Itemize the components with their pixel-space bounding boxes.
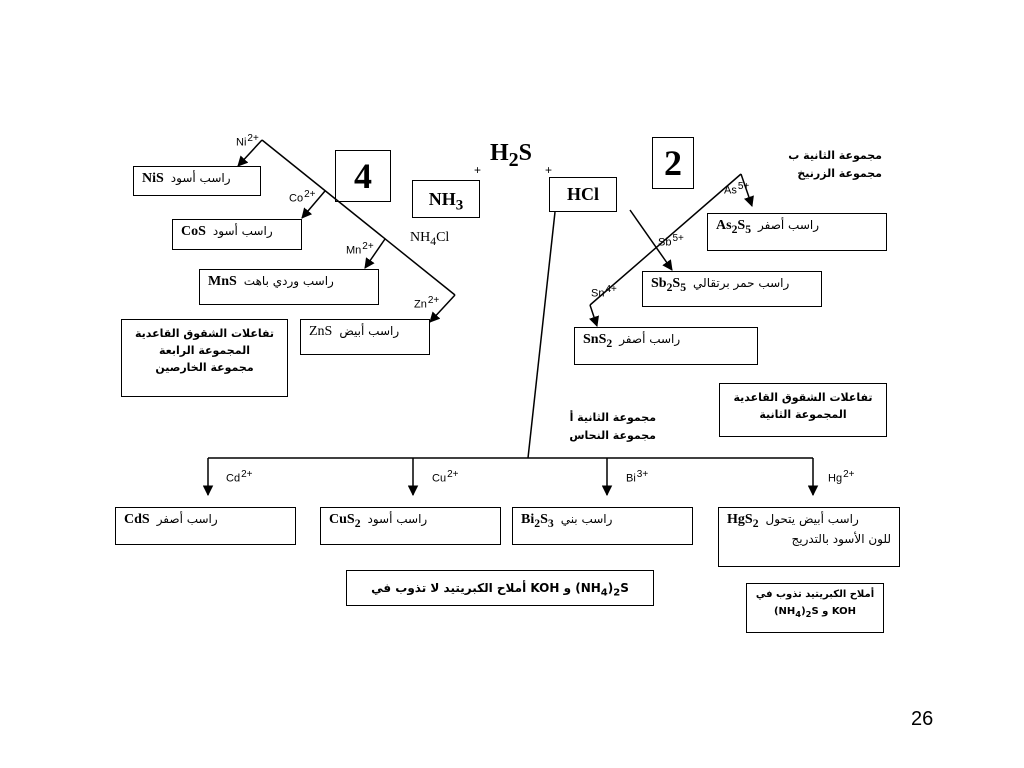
group2a-tree-lines <box>202 211 819 497</box>
precipitate-as2s5: As2S5 راسب أصفر <box>707 213 887 251</box>
precipitate-zns: ZnS راسب أبيض <box>300 319 430 355</box>
ion-label-sb: Sb5+ <box>658 233 684 249</box>
sulfide-soluble-note: أملاح الكبريتيد تذوب في (NH4)2S و KOH <box>746 583 884 633</box>
ion-label-sn: Sn4+ <box>591 284 617 300</box>
ion-label-bi: Bi3+ <box>626 469 649 485</box>
h2s-reagent-label: H2S <box>490 140 533 171</box>
ion-label-ni: Ni2+ <box>236 133 259 149</box>
ion-label-cu: Cu2+ <box>432 469 459 485</box>
precipitate-bi2s3: Bi2S3 راسب بني <box>512 507 693 545</box>
nh4cl-label: NH4Cl <box>410 230 450 248</box>
precipitate-sns2: SnS2 راسب أصفر <box>574 327 758 365</box>
group2a-header: مجموعة الثانية أ مجموعة النحاس <box>569 411 656 442</box>
precipitate-cus2: CuS2 راسب أسود <box>320 507 501 545</box>
group2-number-box: 2 <box>652 137 694 189</box>
precipitate-nis: NiS راسب أسود <box>133 166 261 196</box>
group4-diagonal-line <box>237 139 456 323</box>
ion-label-cd: Cd2+ <box>226 469 253 485</box>
ion-label-as: As5+ <box>724 181 750 197</box>
page-number: 26 <box>911 708 934 730</box>
ion-label-co: Co2+ <box>289 189 316 205</box>
ion-label-hg: Hg2+ <box>828 469 855 485</box>
sulfide-insoluble-note: أملاح الكبريتيد لا تذوب في KOH و (NH4)2S <box>346 570 654 606</box>
hcl-box: HCl <box>549 177 617 212</box>
ion-label-mn: Mn2+ <box>346 241 374 257</box>
group2b-diagonal-line <box>589 173 754 327</box>
group4-number-box: 4 <box>335 150 391 202</box>
group4-title-box: تفاعلات الشقوق القاعدية المجموعة الرابعة… <box>121 319 288 397</box>
group2b-header: مجموعة الثانية ب مجموعة الزرنيخ <box>788 149 882 180</box>
plus-left: + <box>474 163 482 177</box>
ion-label-zn: Zn2+ <box>414 295 440 311</box>
nh3-box: NH3 <box>412 180 480 218</box>
group2-title-box: تفاعلات الشقوق القاعدية المجموعة الثانية <box>719 383 887 437</box>
precipitate-hgs2: HgS2 راسب أبيض يتحول للون الأسود بالتدري… <box>718 507 900 567</box>
plus-right: + <box>545 163 553 177</box>
precipitate-mns: MnS راسب وردي باهت <box>199 269 379 305</box>
precipitate-sb2s5: Sb2S5 راسب حمر برتقالي <box>642 271 822 307</box>
precipitate-cds: CdS راسب أصفر <box>115 507 296 545</box>
precipitate-cos: CoS راسب أسود <box>172 219 302 250</box>
